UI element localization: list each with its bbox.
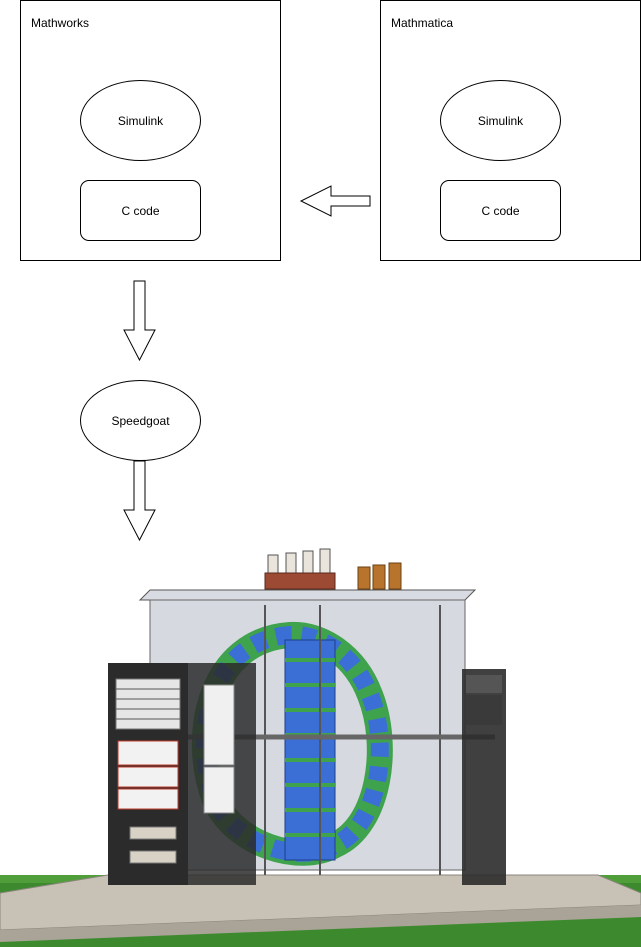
speedgoat-ellipse: Speedgoat xyxy=(80,380,201,461)
mathworks-simulink-ellipse: Simulink xyxy=(80,80,201,161)
bushing-group-right xyxy=(357,562,402,590)
mathmatica-simulink-label: Simulink xyxy=(477,113,524,128)
mathmatica-title: Mathmatica xyxy=(391,16,454,30)
arrow-left-icon xyxy=(299,185,371,217)
tokamak-hardware-render-icon xyxy=(0,548,641,947)
mathmatica-ccode-label: C code xyxy=(481,203,520,218)
rack-cabinet-left xyxy=(108,663,256,885)
arrow-down-icon xyxy=(123,460,156,542)
bushing-group-left xyxy=(264,548,336,590)
arrow-down-icon xyxy=(123,280,156,362)
mathworks-ccode-label: C code xyxy=(121,203,160,218)
mathmatica-ccode-rect: C code xyxy=(440,180,561,241)
mathworks-box: Mathworks Simulink C code xyxy=(20,0,281,261)
mathmatica-simulink-ellipse: Simulink xyxy=(440,80,561,161)
speedgoat-label: Speedgoat xyxy=(111,413,170,428)
enclosure-top xyxy=(138,589,477,601)
mathworks-simulink-label: Simulink xyxy=(117,113,164,128)
mathworks-title: Mathworks xyxy=(31,16,90,30)
rack-cabinet-right xyxy=(462,669,506,885)
mathmatica-box: Mathmatica Simulink C code xyxy=(380,0,641,261)
mathworks-ccode-rect: C code xyxy=(80,180,201,241)
